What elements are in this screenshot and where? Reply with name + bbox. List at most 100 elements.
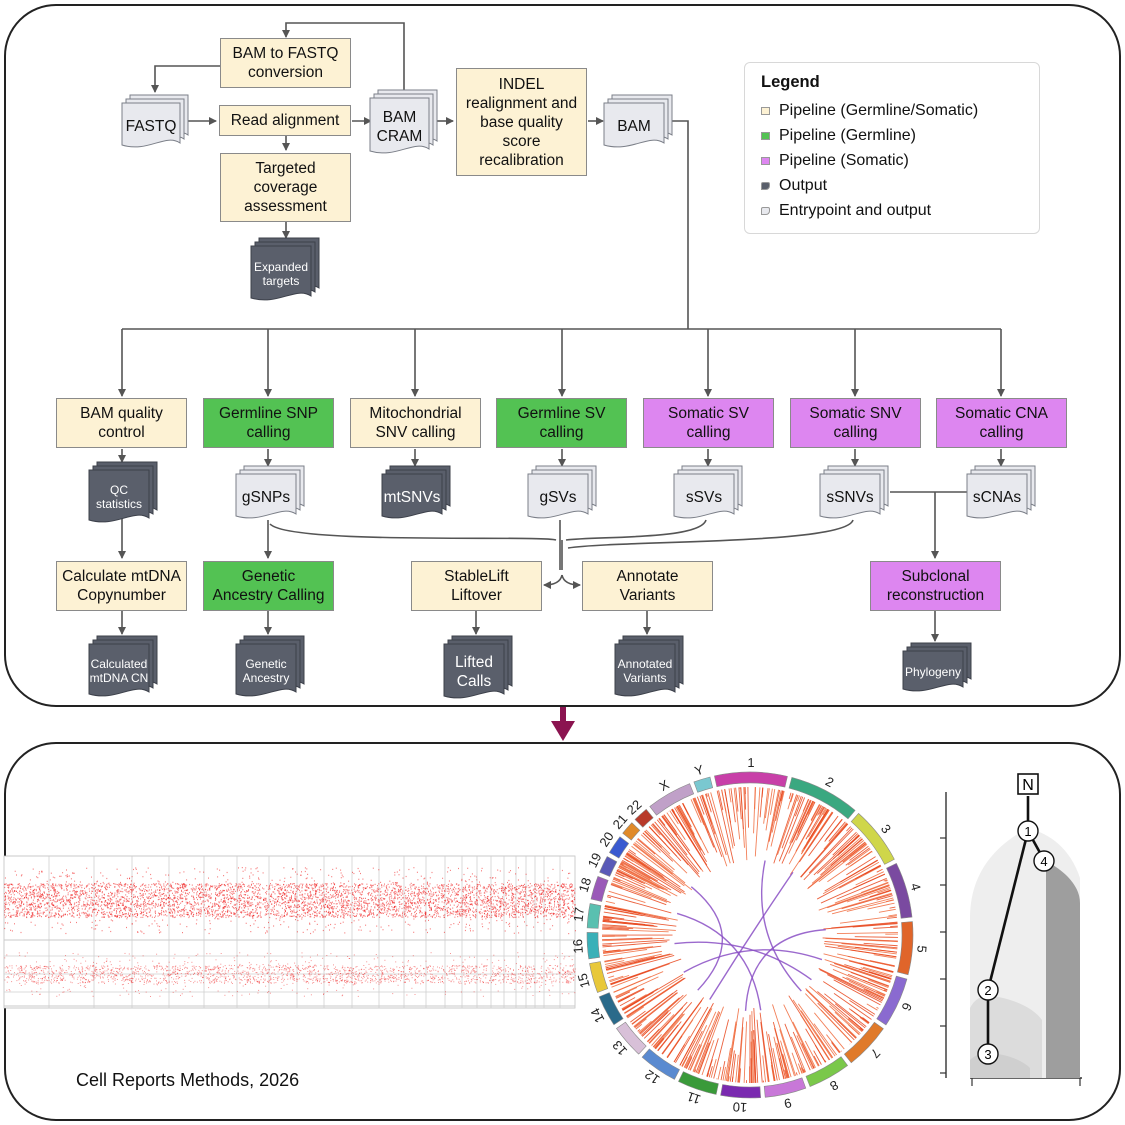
chromosome-label-6: 6 (899, 1000, 916, 1013)
chromosome-label-20: 20 (596, 829, 617, 849)
swatch-somatic-icon (761, 156, 770, 165)
edge-bam-to-bus (672, 120, 689, 329)
chromosome-label-Y: Y (693, 762, 706, 779)
merge-variant-lines (269, 519, 854, 570)
file-lifted-calls: Lifted Calls (443, 635, 513, 699)
chromosome-22 (634, 808, 654, 828)
chromosome-label-X: X (657, 777, 672, 794)
legend-item-germline-somatic: Pipeline (Germline/Somatic) (761, 98, 1039, 123)
file-annotated-variants: Annotated Variants (614, 635, 684, 697)
chromosome-5 (897, 921, 914, 976)
step-indel-realignment: INDEL realignment and base quality score… (456, 68, 587, 176)
step-bam-to-fastq: BAM to FASTQ conversion (220, 38, 351, 88)
tree-root-label: N (1022, 777, 1034, 794)
file-expanded-targets: Expanded targets (250, 237, 320, 301)
edge-bam2fastq-to-fastq (151, 65, 220, 93)
chromosome-21 (622, 822, 641, 841)
cna-ticks (601, 787, 898, 1084)
file-genetic-ancestry: Genetic Ancestry (235, 635, 305, 697)
step-genetic-ancestry: Genetic Ancestry Calling (203, 561, 334, 611)
step-bam-quality-control: BAM quality control (56, 398, 187, 448)
chromosome-14 (598, 992, 624, 1026)
chromosome-label-10: 10 (732, 1099, 747, 1115)
file-gsnps: gSNPs (235, 465, 305, 519)
chromosome-label-1: 1 (747, 755, 754, 770)
chromosome-4 (886, 862, 913, 919)
file-mtsnvs: mtSNVs (381, 465, 451, 519)
flow-connectors (118, 22, 1005, 642)
step-read-alignment: Read alignment (219, 105, 351, 136)
chromosome-label-4: 4 (907, 881, 923, 892)
legend-item-germline: Pipeline (Germline) (761, 123, 1039, 148)
file-qc-statistics: QC statistics (88, 461, 158, 523)
step-stablelift-liftover: StableLift Liftover (411, 561, 542, 611)
file-scnas: sCNAs (966, 465, 1036, 519)
document-light-icon (761, 206, 770, 215)
chromosome-3 (850, 812, 895, 865)
chromosome-20 (608, 836, 630, 859)
chromosome-label-5: 5 (914, 945, 930, 953)
chromosome-label-15: 15 (575, 972, 593, 990)
chromosome-2 (788, 777, 856, 820)
chromosome-label-16: 16 (570, 939, 586, 954)
file-bam: BAM (603, 94, 673, 148)
chromosome-label-11: 11 (685, 1089, 703, 1108)
chromosome-label-18: 18 (576, 876, 595, 894)
chromosome-label-14: 14 (587, 1006, 607, 1026)
file-ssnvs: sSNVs (819, 465, 889, 519)
chromosome-label-7: 7 (868, 1046, 884, 1062)
chromosome-1 (714, 771, 788, 788)
chromosome-17 (586, 903, 602, 929)
chromosome-7 (843, 1021, 884, 1064)
tree-node-1: 1 (1017, 820, 1039, 842)
chromosome-X (649, 783, 695, 816)
chromosome-13 (616, 1021, 647, 1055)
step-targeted-coverage: Targeted coverage assessment (220, 153, 351, 222)
citation: Cell Reports Methods, 2026 (76, 1070, 300, 1090)
step-somatic-cna-calling: Somatic CNA calling (936, 398, 1067, 448)
chromosome-label-12: 12 (642, 1067, 662, 1088)
clone-region-4 (1044, 860, 1080, 1078)
edge-ssnv-scna-to-subclonal (890, 491, 970, 558)
edge-bamcram-to-bam2fastq (282, 22, 405, 90)
swatch-germline-somatic-icon (761, 106, 770, 115)
file-mtdna-cn: Calculated mtDNA CN (88, 635, 158, 697)
file-gsvs: gSVs (527, 465, 597, 519)
step-annotate-variants: Annotate Variants (582, 561, 713, 611)
swatch-germline-icon (761, 131, 770, 140)
cna-tracks (3, 855, 576, 1009)
chromosome-label-17: 17 (570, 906, 587, 922)
chromosome-12 (641, 1048, 680, 1080)
chromosome-18 (590, 876, 609, 902)
file-fastq: FASTQ (121, 94, 189, 148)
tree-axis-ticks (940, 837, 1081, 1086)
chromosome-Y (693, 776, 714, 793)
chromosome-label-9: 9 (783, 1095, 793, 1111)
file-bam-cram: BAM CRAM (369, 89, 438, 154)
step-calculate-mtdna: Calculate mtDNA Copynumber (56, 561, 187, 611)
sv-links (674, 860, 826, 1011)
chromosome-label-3: 3 (878, 821, 894, 836)
chromosome-6 (876, 975, 908, 1026)
document-dark-icon (761, 181, 770, 190)
chromosome-label-8: 8 (827, 1077, 841, 1094)
tree-node-2: 2 (977, 979, 999, 1001)
step-germline-sv-calling: Germline SV calling (496, 398, 627, 448)
step-mitochondrial-snv-calling: Mitochondrial SNV calling (350, 398, 481, 448)
chromosome-11 (678, 1071, 719, 1095)
chromosome-19 (599, 856, 618, 877)
edge-merge-to-annotate (561, 574, 581, 589)
chromosome-8 (805, 1056, 849, 1087)
step-subclonal-reconstruction: Subclonal reconstruction (870, 561, 1001, 611)
legend: Legend Pipeline (Germline/Somatic) Pipel… (744, 62, 1040, 234)
legend-item-somatic: Pipeline (Somatic) (761, 148, 1039, 173)
step-somatic-snv-calling: Somatic SNV calling (790, 398, 921, 448)
step-germline-snp-calling: Germline SNP calling (203, 398, 334, 448)
edge-merge-to-stablelift (543, 574, 563, 589)
legend-item-output: Output (761, 173, 1039, 198)
file-phylogeny: Phylogeny (902, 642, 972, 692)
step-somatic-sv-calling: Somatic SV calling (643, 398, 774, 448)
tree-root-node (1017, 773, 1039, 795)
chromosome-label-19: 19 (585, 850, 605, 870)
